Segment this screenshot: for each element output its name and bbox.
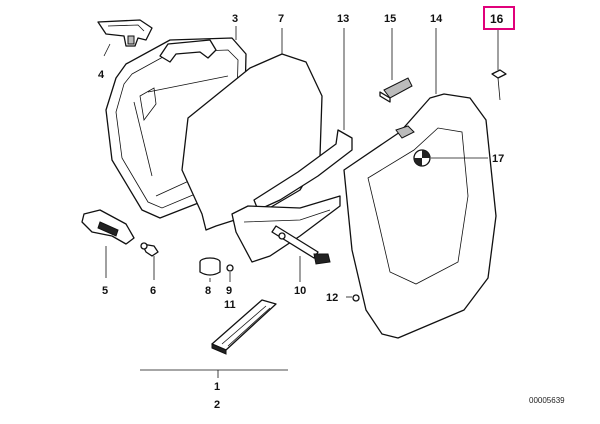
part-15-clip[interactable]: [379, 77, 413, 103]
callout-1[interactable]: 1: [214, 381, 220, 393]
callout-11[interactable]: 11: [224, 299, 236, 311]
part-16-screw[interactable]: [491, 69, 507, 101]
leader-4: [103, 43, 111, 57]
part-6-key[interactable]: [140, 242, 159, 280]
callout-13[interactable]: 13: [337, 13, 349, 25]
part-13-strip[interactable]: [253, 28, 353, 211]
part-8-foot[interactable]: [199, 257, 221, 282]
callout-4[interactable]: 4: [98, 69, 105, 81]
callout-9[interactable]: 9: [226, 285, 232, 297]
part-4-handle[interactable]: [97, 19, 153, 47]
part-11-skid-strip[interactable]: [211, 299, 277, 355]
callout-7[interactable]: 7: [278, 13, 284, 25]
part-14-lid[interactable]: [343, 28, 497, 339]
callout-2[interactable]: 2: [214, 399, 220, 411]
callout-12[interactable]: 12: [326, 292, 338, 304]
part-5-lock[interactable]: [81, 209, 135, 278]
part-9-screw[interactable]: [226, 264, 234, 282]
part-17-emblem[interactable]: [413, 149, 488, 167]
callout-15[interactable]: 15: [384, 13, 396, 25]
callout-3[interactable]: 3: [232, 13, 238, 25]
callout-5[interactable]: 5: [102, 285, 108, 297]
callout-8[interactable]: 8: [205, 285, 211, 297]
callout-16[interactable]: 16: [490, 12, 504, 26]
callout-16-highlight[interactable]: 16: [483, 6, 515, 30]
document-id: 00005639: [529, 396, 565, 405]
callout-6[interactable]: 6: [150, 285, 156, 297]
part-10-tray[interactable]: [231, 195, 341, 282]
callout-10[interactable]: 10: [294, 285, 306, 297]
highlight-box: [483, 6, 515, 30]
bmw-logo-icon: [413, 149, 431, 167]
callout-14[interactable]: 14: [430, 13, 443, 25]
part-12-fastener[interactable]: [346, 294, 360, 302]
callout-17[interactable]: 17: [492, 153, 504, 165]
